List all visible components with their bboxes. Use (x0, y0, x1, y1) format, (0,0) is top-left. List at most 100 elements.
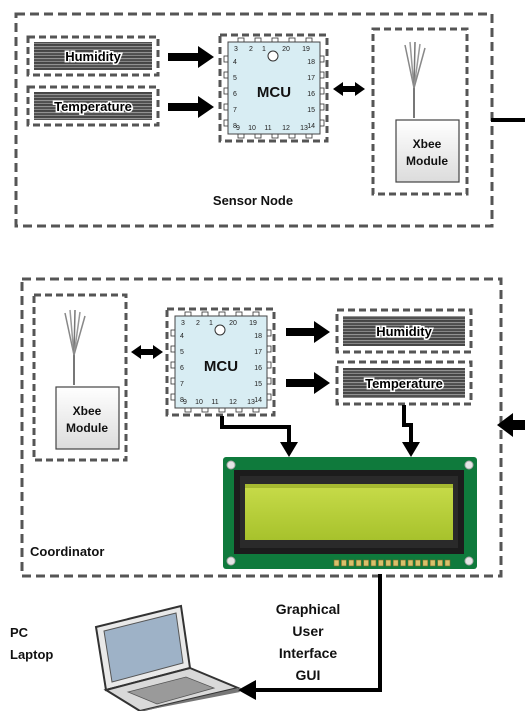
mcu-pin-number: 13 (247, 399, 255, 406)
mcu-pin-number: 8 (180, 397, 184, 404)
coordinator-xbee-module: Xbee Module (32, 293, 128, 462)
mcu-pin-number: 14 (254, 397, 262, 404)
lcd-header-pin (400, 559, 406, 567)
lcd-header-pin (341, 559, 347, 567)
mcu-notch (267, 50, 279, 62)
lcd-display (223, 457, 477, 569)
arrow-into-coordinator (497, 413, 525, 437)
mcu-pin-number: 15 (254, 381, 262, 388)
pc-label-2: Laptop (10, 647, 53, 662)
wire-mcu-to-lcd (220, 416, 291, 443)
mcu-pin-number: 7 (180, 381, 184, 388)
arrow-mcu-xbee-sensor-node (333, 82, 365, 96)
sensor-node-temperature-sensor: Temperature (26, 85, 160, 127)
coordinator-temperature-display: Temperature (335, 360, 473, 406)
coordinator-xbee-label-1: Xbee (73, 404, 102, 418)
lcd-header-pin (333, 559, 340, 567)
lcd-header-pin (363, 559, 369, 567)
lcd-header-pin (355, 559, 362, 567)
arrow-mcu-to-temperature (286, 372, 330, 394)
coordinator-box (20, 277, 503, 578)
coordinator-xbee-label-2: Module (66, 421, 108, 435)
mcu-notch (214, 324, 226, 336)
mcu-pin-number: 12 (229, 399, 237, 406)
lcd-header-pin (370, 559, 377, 567)
mcu-pin-number: 11 (211, 399, 218, 406)
mcu-pin-number: 5 (233, 75, 237, 82)
mcu-pin-number: 6 (180, 365, 184, 372)
lcd-header-pin (407, 559, 414, 567)
sensor-node-humidity-sensor: Humidity (26, 35, 160, 77)
lcd-header-pin (348, 559, 355, 567)
mcu-pin-number: 1 (262, 46, 266, 53)
antenna-icon (404, 41, 426, 118)
mcu-pin-number: 11 (264, 125, 271, 132)
gui-label-1: Graphical (276, 601, 341, 617)
lcd-header-pin (444, 559, 451, 567)
arrow-head-temperature-lcd (402, 442, 420, 457)
mcu-pin-number: 20 (229, 320, 237, 327)
sensor-node-xbee-label-2: Module (406, 154, 448, 168)
coordinator-mcu-label: MCU (204, 358, 238, 375)
mcu-pin-number: 2 (196, 320, 200, 327)
sensor-node-title: Sensor Node (213, 193, 293, 208)
mcu-pin-number: 14 (307, 123, 315, 130)
mcu-pin-number: 6 (233, 91, 237, 98)
coordinator-temperature-label: Temperature (365, 376, 443, 391)
mcu-pin-number: 20 (282, 46, 290, 53)
mcu-pin-number: 19 (302, 46, 310, 53)
lcd-header-pin (378, 559, 384, 567)
mcu-pin-number: 4 (233, 59, 237, 66)
mcu-pin-number: 16 (307, 91, 315, 98)
wire-temperature-to-lcd (402, 405, 413, 443)
mcu-pin-number: 13 (300, 125, 308, 132)
lcd-header-pin (415, 559, 421, 567)
antenna-icon (64, 309, 86, 385)
lcd-header-pin (392, 559, 399, 567)
mcu-pin-number: 15 (307, 107, 315, 114)
coordinator-title: Coordinator (30, 544, 104, 559)
gui-label-4: GUI (296, 667, 321, 683)
arrow-xbee-mcu-coordinator (131, 345, 163, 359)
mcu-pin-number: 4 (180, 333, 184, 340)
sensor-node-xbee-module: Xbee Module (371, 27, 469, 196)
mcu-pin-number: 9 (236, 125, 240, 132)
mcu-pin-number: 5 (180, 349, 184, 356)
mcu-pin-number: 7 (233, 107, 237, 114)
coordinator-humidity-display: Humidity (335, 308, 473, 354)
mcu-pin-number: 16 (254, 365, 262, 372)
lcd-header-pin (437, 559, 443, 567)
laptop-icon (94, 604, 242, 711)
arrow-mcu-to-humidity (286, 321, 330, 343)
mcu-pin-number: 17 (254, 349, 262, 356)
mcu-pin-number: 8 (233, 123, 237, 130)
mcu-pin-number: 12 (282, 125, 290, 132)
mcu-pin-number: 1 (209, 320, 213, 327)
sensor-node-temperature-label: Temperature (54, 99, 132, 114)
mcu-pin-number: 3 (181, 320, 185, 327)
gui-label-2: User (292, 623, 324, 639)
coordinator-humidity-label: Humidity (376, 324, 432, 339)
mcu-pin-number: 10 (195, 399, 203, 406)
wire-lcd-to-laptop (255, 574, 382, 692)
lcd-header-pin (429, 559, 436, 567)
mcu-pin-number: 19 (249, 320, 257, 327)
mcu-pin-number: 17 (307, 75, 315, 82)
pc-label-1: PC (10, 625, 29, 640)
lcd-header-pin (422, 559, 429, 567)
arrow-head-mcu-lcd (280, 442, 298, 457)
lcd-header-pin (385, 559, 392, 567)
mcu-pin-number: 10 (248, 125, 256, 132)
mcu-pin-number: 18 (307, 59, 315, 66)
sensor-node-xbee-label-1: Xbee (413, 137, 442, 151)
mcu-pin-number: 9 (183, 399, 187, 406)
sensor-node-humidity-label: Humidity (65, 49, 121, 64)
mcu-pin-number: 18 (254, 333, 262, 340)
arrow-temperature-to-mcu (168, 96, 214, 118)
gui-label-3: Interface (279, 645, 338, 661)
arrow-head-to-laptop (238, 680, 256, 700)
mcu-pin-number: 2 (249, 46, 253, 53)
